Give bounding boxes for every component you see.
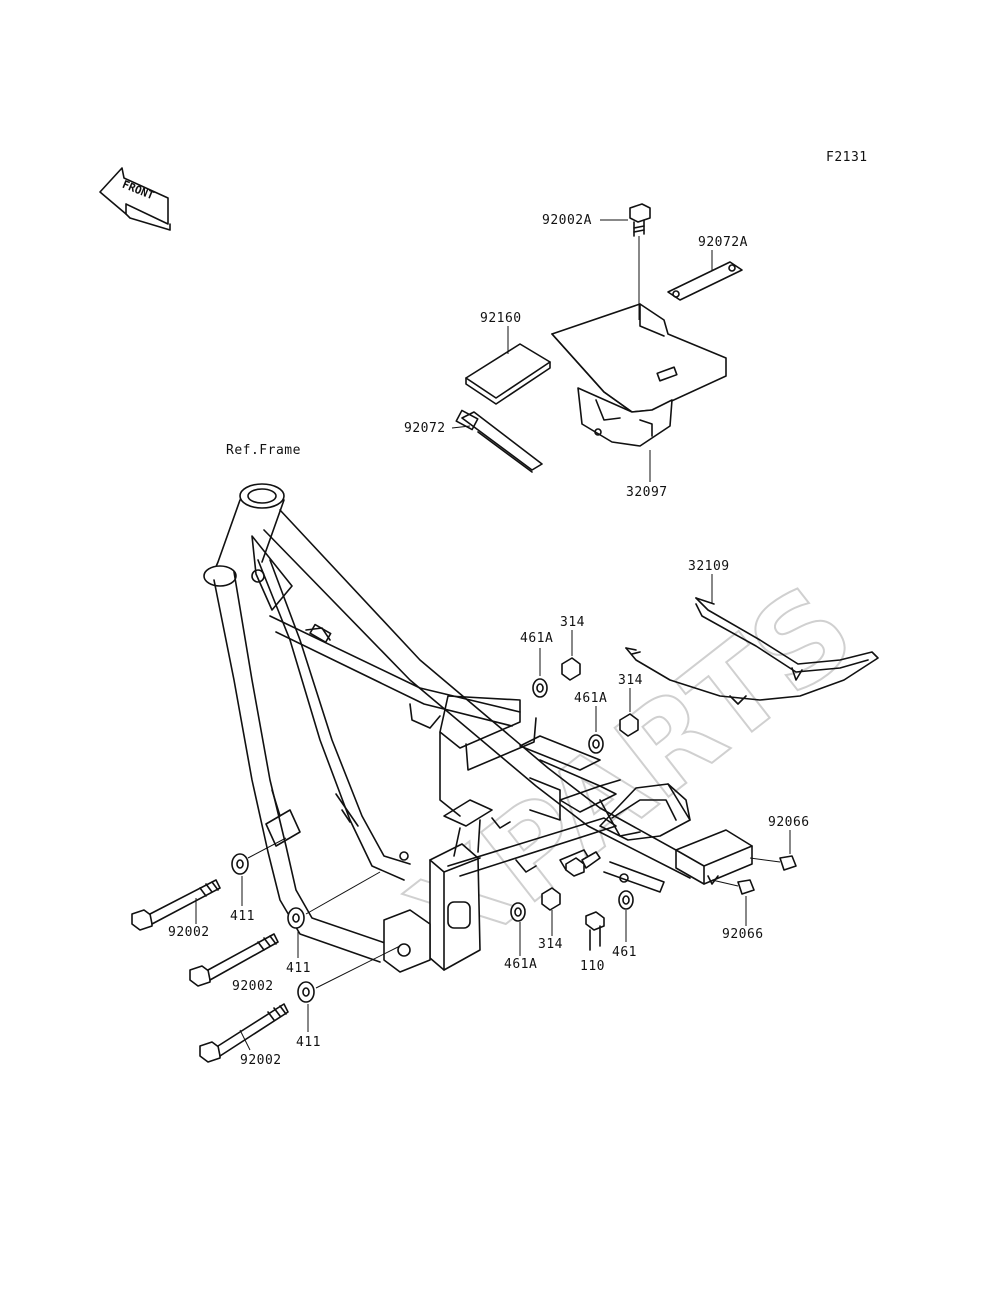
label-92002-1: 92002 [168,925,210,940]
label-461a-3: 461A [504,957,537,972]
bolt-swingarm-icon [565,851,601,877]
bracket-32109-icon [625,597,879,705]
band-92072a-icon [667,261,743,301]
bolt-110-icon [585,911,605,951]
strap-92072-icon [455,409,543,473]
bolt-92002a-icon [629,203,651,320]
nut-314-1-icon [561,657,581,681]
label-92066-2: 92066 [722,927,764,942]
label-32097: 32097 [626,485,668,500]
ref-frame-label: Ref.Frame [226,443,301,458]
label-314-3: 314 [538,937,563,952]
label-314-2: 314 [618,673,643,688]
cap-92066-2-icon [711,879,755,895]
label-92160: 92160 [480,311,522,326]
label-461a-1: 461A [520,631,553,646]
label-92002-2: 92002 [232,979,274,994]
washer-461a-3-icon [510,902,526,922]
figure-code: F2131 [826,150,868,165]
label-411-1: 411 [230,909,255,924]
nut-314-3-icon [541,887,561,911]
label-92002-3: 92002 [240,1053,282,1068]
washer-461-icon [618,890,634,910]
label-314-1: 314 [560,615,585,630]
label-92002a: 92002A [542,213,592,228]
washer-461a-2-icon [588,734,604,754]
label-411-3: 411 [296,1035,321,1050]
label-32109: 32109 [688,559,730,574]
pad-92160-icon [465,343,551,405]
frame-structure [203,483,753,973]
bolt-92002-2-icon [189,933,279,987]
front-arrow-icon: FRONT [99,167,171,231]
label-411-2: 411 [286,961,311,976]
bolt-92002-1-icon [131,879,221,931]
label-92072a: 92072A [698,235,748,250]
label-110: 110 [580,959,605,974]
cap-92066-1-icon [749,855,797,871]
washer-461a-1-icon [532,678,548,698]
washer-411-2-icon [287,907,305,929]
label-92066-1: 92066 [768,815,810,830]
label-92072: 92072 [404,421,446,436]
washer-411-1-icon [231,853,249,875]
bolt-92002-3-icon [199,1003,289,1063]
battery-case [551,303,727,447]
label-461: 461 [612,945,637,960]
washer-411-3-icon [297,981,315,1003]
label-461a-2: 461A [574,691,607,706]
nut-314-2-icon [619,713,639,737]
